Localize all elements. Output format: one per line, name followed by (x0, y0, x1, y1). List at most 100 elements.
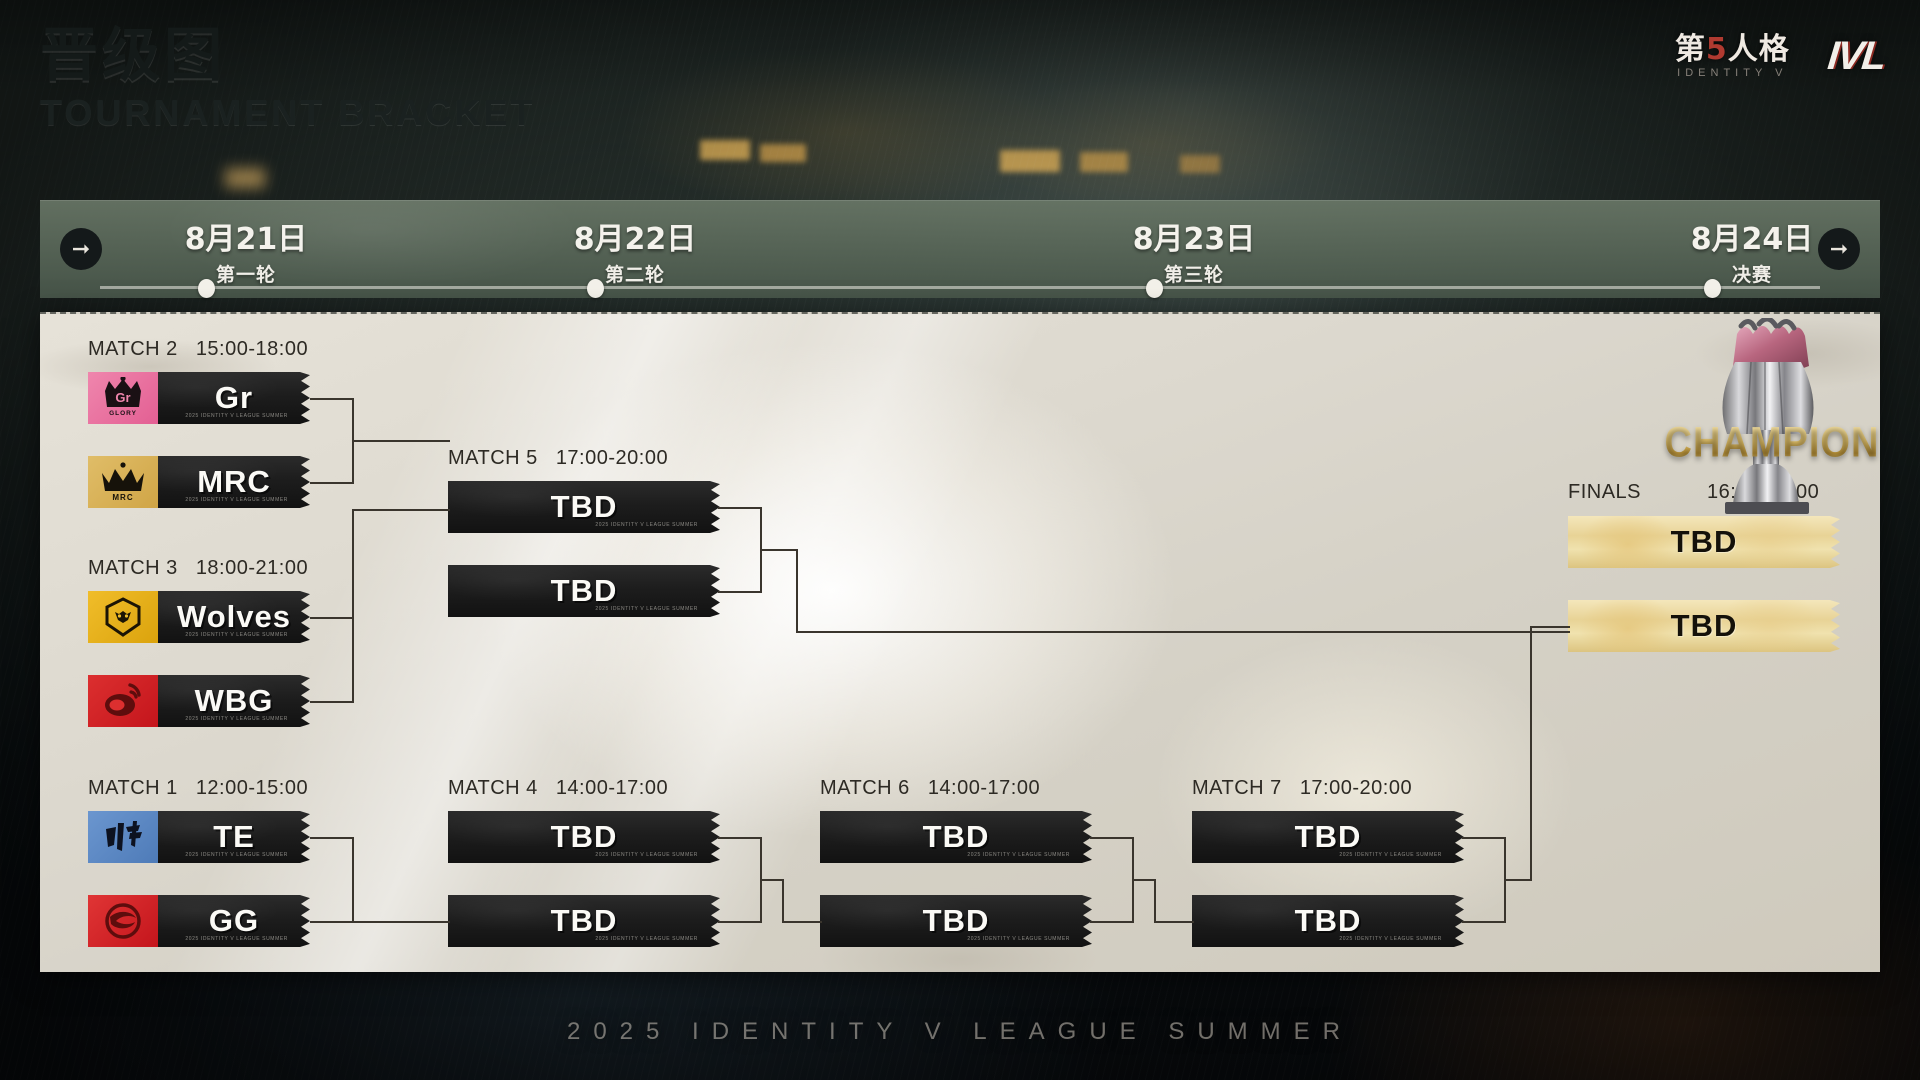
connector-match5-top (718, 507, 762, 509)
team-name: TBD (550, 489, 618, 524)
weibo-eye-logo (88, 675, 158, 727)
round-tab-1[interactable]: 8月21日 第一轮 (126, 214, 366, 287)
connector-match6-bottom (1090, 921, 1134, 923)
gg-logo (88, 895, 158, 947)
connector-match7-bottom (1462, 921, 1506, 923)
bar-microtext: 2025 IDENTITY V LEAGUE SUMMER (595, 522, 698, 528)
match-label: MATCH 7 (1192, 777, 1282, 799)
team-slot-match5-bottom[interactable]: TBD 2025 IDENTITY V LEAGUE SUMMER (448, 565, 720, 617)
team-name: TBD (1670, 524, 1738, 559)
connector-match3-out (352, 509, 450, 511)
page-header: 晋级图 TOURNAMENT BRACKET (40, 26, 535, 134)
round-progress-dot-3[interactable] (1146, 279, 1163, 298)
team-slot-match4-bottom[interactable]: TBD 2025 IDENTITY V LEAGUE SUMMER (448, 895, 720, 947)
connector-match5-to-finals (796, 631, 1570, 633)
round-progress-dot-4[interactable] (1704, 279, 1721, 298)
round-tab-3[interactable]: 8月23日 第三轮 (1074, 214, 1314, 287)
match-time: 12:00-15:00 (195, 777, 309, 799)
team-slot-finals-bottom[interactable]: TBD (1568, 600, 1840, 652)
team-name-bar: WBG 2025 IDENTITY V LEAGUE SUMMER (158, 675, 310, 727)
team-slot-match4-top[interactable]: TBD 2025 IDENTITY V LEAGUE SUMMER (448, 811, 720, 863)
team-name-bar: TBD 2025 IDENTITY V LEAGUE SUMMER (448, 811, 720, 863)
round-tab-4[interactable]: 8月24日 决赛 (1632, 214, 1872, 287)
team-name: GG (208, 903, 260, 938)
connector-match2-top (310, 398, 354, 400)
bar-microtext: 2025 IDENTITY V LEAGUE SUMMER (1339, 852, 1442, 858)
team-name-bar: TBD 2025 IDENTITY V LEAGUE SUMMER (820, 811, 1092, 863)
team-slot-te[interactable]: TE 2025 IDENTITY V LEAGUE SUMMER (88, 811, 310, 863)
team-name-bar: TBD 2025 IDENTITY V LEAGUE SUMMER (1192, 811, 1464, 863)
connector-match4-tap (760, 879, 784, 881)
team-name: TE (213, 819, 255, 854)
team-name: TBD (922, 819, 990, 854)
team-slot-gg[interactable]: GG 2025 IDENTITY V LEAGUE SUMMER (88, 895, 310, 947)
team-name-bar: Wolves 2025 IDENTITY V LEAGUE SUMMER (158, 591, 310, 643)
team-name-bar: Gr 2025 IDENTITY V LEAGUE SUMMER (158, 372, 310, 424)
team-name-bar: TBD 2025 IDENTITY V LEAGUE SUMMER (820, 895, 1092, 947)
idv-char-post: 人格 (1727, 31, 1790, 67)
arrow-left-icon[interactable]: ➞ (60, 228, 102, 270)
round-date: 8月24日 (1690, 222, 1814, 257)
team-name-bar: TBD (1568, 516, 1840, 568)
match-label: MATCH 4 (448, 777, 538, 799)
team-name: TBD (550, 573, 618, 608)
connector-match4-riser (782, 879, 784, 923)
connector-match2-bottom (310, 482, 354, 484)
team-slot-wolves[interactable]: Wolves 2025 IDENTITY V LEAGUE SUMMER (88, 591, 310, 643)
team-slot-match7-bottom[interactable]: TBD 2025 IDENTITY V LEAGUE SUMMER (1192, 895, 1464, 947)
match-label: MATCH 6 (820, 777, 910, 799)
connector-match3-top (310, 617, 354, 619)
team-slot-wbg[interactable]: WBG 2025 IDENTITY V LEAGUE SUMMER (88, 675, 310, 727)
team-name-bar: TBD 2025 IDENTITY V LEAGUE SUMMER (448, 481, 720, 533)
team-name-bar: TE 2025 IDENTITY V LEAGUE SUMMER (158, 811, 310, 863)
match-header-match7: MATCH 7 17:00-20:00 (1192, 777, 1412, 800)
match-label: MATCH 5 (448, 447, 538, 469)
page-title-cn: 晋级图 (40, 21, 227, 89)
match-header-match3: MATCH 3 18:00-21:00 (88, 557, 308, 580)
page-title-en: TOURNAMENT BRACKET (40, 92, 536, 133)
connector-match7-to-finals (1530, 626, 1570, 628)
team-slot-match6-top[interactable]: TBD 2025 IDENTITY V LEAGUE SUMMER (820, 811, 1092, 863)
match-header-match4: MATCH 4 14:00-17:00 (448, 777, 668, 800)
team-slot-match5-top[interactable]: TBD 2025 IDENTITY V LEAGUE SUMMER (448, 481, 720, 533)
bar-microtext: 2025 IDENTITY V LEAGUE SUMMER (185, 497, 288, 503)
team-slot-finals-top[interactable]: TBD (1568, 516, 1840, 568)
round-progress-dot-1[interactable] (198, 279, 215, 298)
connector-match4-bottom (718, 921, 762, 923)
match-time: 18:00-21:00 (195, 557, 309, 579)
connector-match7-tap (1504, 879, 1532, 881)
match-label: MATCH 3 (88, 557, 178, 579)
connector-match1-out (352, 921, 450, 923)
match-header-match5: MATCH 5 17:00-20:00 (448, 447, 668, 470)
connector-match3-riser (352, 509, 354, 659)
bar-microtext: 2025 IDENTITY V LEAGUE SUMMER (1339, 936, 1442, 942)
team-name: TBD (1670, 608, 1738, 643)
bar-microtext: 2025 IDENTITY V LEAGUE SUMMER (185, 716, 288, 722)
connector-match6-tap (1132, 879, 1156, 881)
team-slot-match6-bottom[interactable]: TBD 2025 IDENTITY V LEAGUE SUMMER (820, 895, 1092, 947)
team-name: TBD (1294, 903, 1362, 938)
round-tab-2[interactable]: 8月22日 第二轮 (515, 214, 755, 287)
svg-text:Gr: Gr (115, 390, 130, 405)
round-progress-dot-2[interactable] (587, 279, 604, 298)
arrow-right-icon[interactable]: ➞ (1818, 228, 1860, 270)
connector-match5-drop (796, 549, 798, 633)
bar-microtext: 2025 IDENTITY V LEAGUE SUMMER (595, 852, 698, 858)
bar-microtext: 2025 IDENTITY V LEAGUE SUMMER (185, 852, 288, 858)
team-name-bar: TBD 2025 IDENTITY V LEAGUE SUMMER (448, 565, 720, 617)
connector-match5-tap (760, 549, 798, 551)
match-header-match6: MATCH 6 14:00-17:00 (820, 777, 1040, 800)
round-name: 第二轮 (604, 264, 665, 286)
match-label: MATCH 1 (88, 777, 178, 799)
team-name-bar: TBD 2025 IDENTITY V LEAGUE SUMMER (1192, 895, 1464, 947)
team-slot-match7-top[interactable]: TBD 2025 IDENTITY V LEAGUE SUMMER (1192, 811, 1464, 863)
connector-match1-bottom (310, 921, 354, 923)
round-date: 8月21日 (184, 222, 308, 257)
round-name: 第一轮 (215, 264, 276, 286)
team-slot-mrc[interactable]: MRC MRC 2025 IDENTITY V LEAGUE SUMMER (88, 456, 310, 508)
identity-v-logo-en: IDENTITY V (1677, 66, 1788, 79)
match-time: 14:00-17:00 (927, 777, 1041, 799)
